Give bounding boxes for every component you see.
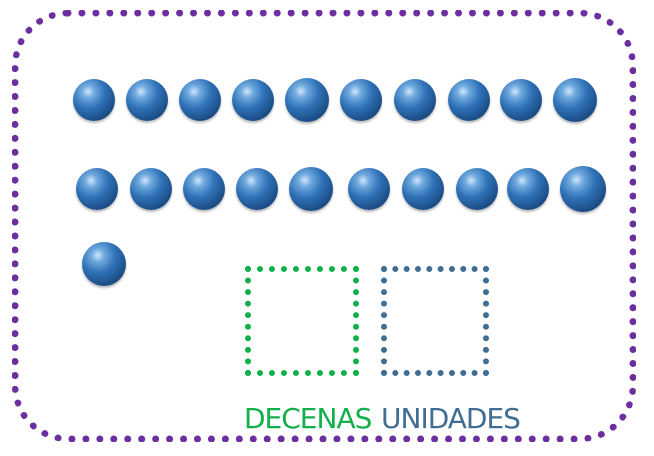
counter-ball: [289, 167, 333, 211]
counter-ball: [553, 78, 597, 122]
counter-ball: [348, 168, 390, 210]
counter-ball: [285, 78, 329, 122]
counter-ball: [456, 168, 498, 210]
counter-ball: [232, 79, 274, 121]
counter-ball: [340, 79, 382, 121]
counter-ball: [236, 168, 278, 210]
counter-ball: [179, 79, 221, 121]
worksheet-card: [12, 10, 636, 442]
decenas-label: DECENAS: [244, 402, 372, 435]
counter-ball: [76, 168, 118, 210]
counter-ball: [402, 168, 444, 210]
counter-ball: [183, 168, 225, 210]
counter-ball: [130, 168, 172, 210]
counter-ball: [507, 168, 549, 210]
counter-ball: [500, 79, 542, 121]
unidades-answer-box[interactable]: [381, 266, 489, 376]
counter-ball: [73, 79, 115, 121]
counter-ball: [448, 79, 490, 121]
counter-ball: [126, 79, 168, 121]
counter-ball: [394, 79, 436, 121]
unidades-label: UNIDADES: [381, 402, 521, 435]
counter-ball: [82, 242, 126, 286]
counter-ball: [560, 166, 606, 212]
decenas-answer-box[interactable]: [245, 266, 359, 376]
